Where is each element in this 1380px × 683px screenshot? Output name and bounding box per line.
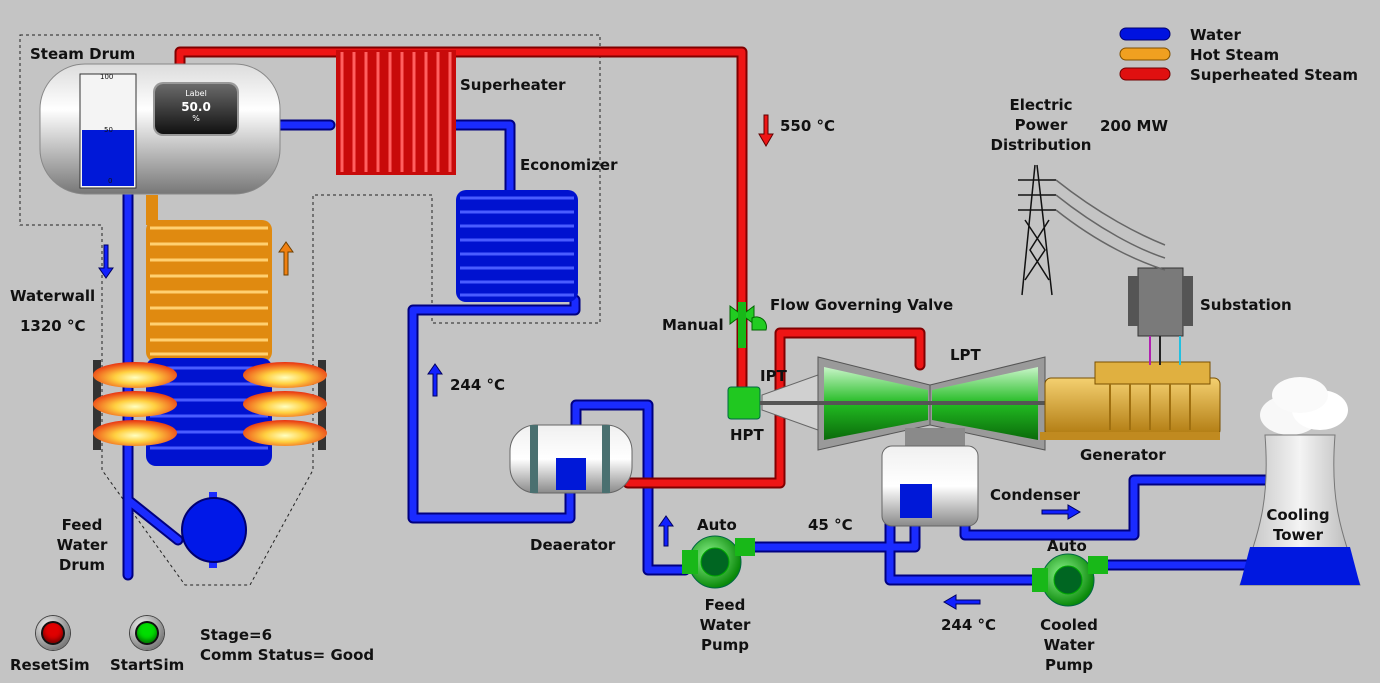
- cooled-pump-label-1: Cooled: [1040, 616, 1098, 634]
- reset-sim-button[interactable]: [36, 616, 70, 650]
- power-output: 200 MW: [1100, 117, 1169, 135]
- cooling-tower-label-2: Tower: [1273, 526, 1323, 544]
- stage-status: Stage=6: [200, 626, 273, 644]
- economizer-coil: [456, 190, 578, 302]
- lpt-label: LPT: [950, 346, 981, 364]
- drum-display-value: 50.0: [181, 100, 211, 114]
- burner-flames: [93, 360, 327, 450]
- superheater-coil: [336, 50, 456, 175]
- flow-arrows: [98, 114, 1081, 610]
- power-distribution-label: Electric Power Distribution: [986, 95, 1096, 155]
- cooled-pump-mode-toggle[interactable]: Auto: [1047, 537, 1087, 555]
- flow-valve-label: Flow Governing Valve: [770, 296, 954, 314]
- feed-pump-label-2: Water: [699, 616, 751, 634]
- condenser-label: Condenser: [990, 486, 1081, 504]
- feed-pump-mode-toggle[interactable]: Auto: [697, 516, 737, 534]
- legend-water: Water: [1190, 26, 1241, 44]
- cooled-water-pump-body: [1032, 553, 1108, 607]
- flow-governing-valve: [729, 302, 767, 348]
- feed-water-pump-body: [682, 535, 755, 589]
- economizer-temp: 244 °C: [450, 376, 506, 394]
- cooled-pump-label-3: Pump: [1044, 656, 1094, 674]
- deaerator-label: Deaerator: [530, 536, 616, 554]
- substation-label: Substation: [1200, 296, 1292, 314]
- feed-water-drum-label-2: Water: [56, 536, 108, 554]
- waterwall-temp: 1320 °C: [20, 317, 86, 335]
- legend-superheated-steam: Superheated Steam: [1190, 66, 1358, 84]
- generator-label: Generator: [1080, 446, 1166, 464]
- power-dist-label-3: Distribution: [990, 136, 1092, 154]
- cooled-water-pump-label: Cooled Water Pump: [1033, 615, 1105, 675]
- feed-water-drum-tank: [181, 492, 247, 568]
- feed-pump-label-3: Pump: [700, 636, 750, 654]
- gauge-max-tick: 100: [100, 73, 114, 81]
- condenser-temp: 45 °C: [808, 516, 853, 534]
- cooling-tower-label: Cooling Tower: [1263, 505, 1333, 545]
- superheater-label: Superheater: [460, 76, 566, 94]
- start-sim-label: StartSim: [110, 656, 185, 674]
- valve-mode-toggle[interactable]: Manual: [662, 316, 724, 334]
- substation-transformer: [1128, 267, 1193, 365]
- comm-status: Comm Status= Good: [200, 646, 375, 664]
- feed-water-drum-label: Feed Water Drum: [52, 515, 112, 575]
- power-dist-label-1: Electric: [1009, 96, 1073, 114]
- return-temp: 244 °C: [941, 616, 997, 634]
- gauge-mid-tick: 50: [104, 126, 113, 134]
- hpt-label: HPT: [730, 426, 764, 444]
- drum-level-display: Label 50.0 %: [155, 84, 237, 134]
- drum-display-unit: %: [192, 114, 200, 123]
- waterwall-label: Waterwall: [10, 287, 96, 305]
- ipt-label: IPT: [760, 367, 787, 385]
- cooled-pump-label-2: Water: [1043, 636, 1095, 654]
- condenser-tank: [881, 445, 979, 527]
- cooling-tower-label-1: Cooling: [1266, 506, 1330, 524]
- gauge-min-tick: 0: [108, 177, 113, 185]
- reset-sim-label: ResetSim: [10, 656, 90, 674]
- generator-unit: [1040, 361, 1221, 440]
- waterwall-steam-coil: [146, 195, 272, 466]
- transmission-tower: [1018, 164, 1166, 296]
- legend-hot-steam: Hot Steam: [1190, 46, 1280, 64]
- page-title: Steam Drum: [30, 45, 136, 63]
- feed-pump-label-1: Feed: [704, 596, 746, 614]
- start-sim-button[interactable]: [130, 616, 164, 650]
- cooling-tower-body: [1239, 377, 1361, 586]
- feed-water-drum-label-3: Drum: [58, 556, 106, 574]
- feed-water-drum-label-1: Feed: [61, 516, 103, 534]
- drum-display-label: Label: [185, 89, 207, 98]
- steam-turbine: [727, 356, 1050, 451]
- deaerator-tank: [509, 424, 633, 494]
- feed-water-pump-label: Feed Water Pump: [690, 595, 760, 655]
- superheat-temp: 550 °C: [780, 117, 836, 135]
- legend-swatches: [1119, 27, 1171, 81]
- power-dist-label-2: Power: [1014, 116, 1068, 134]
- economizer-label: Economizer: [520, 156, 618, 174]
